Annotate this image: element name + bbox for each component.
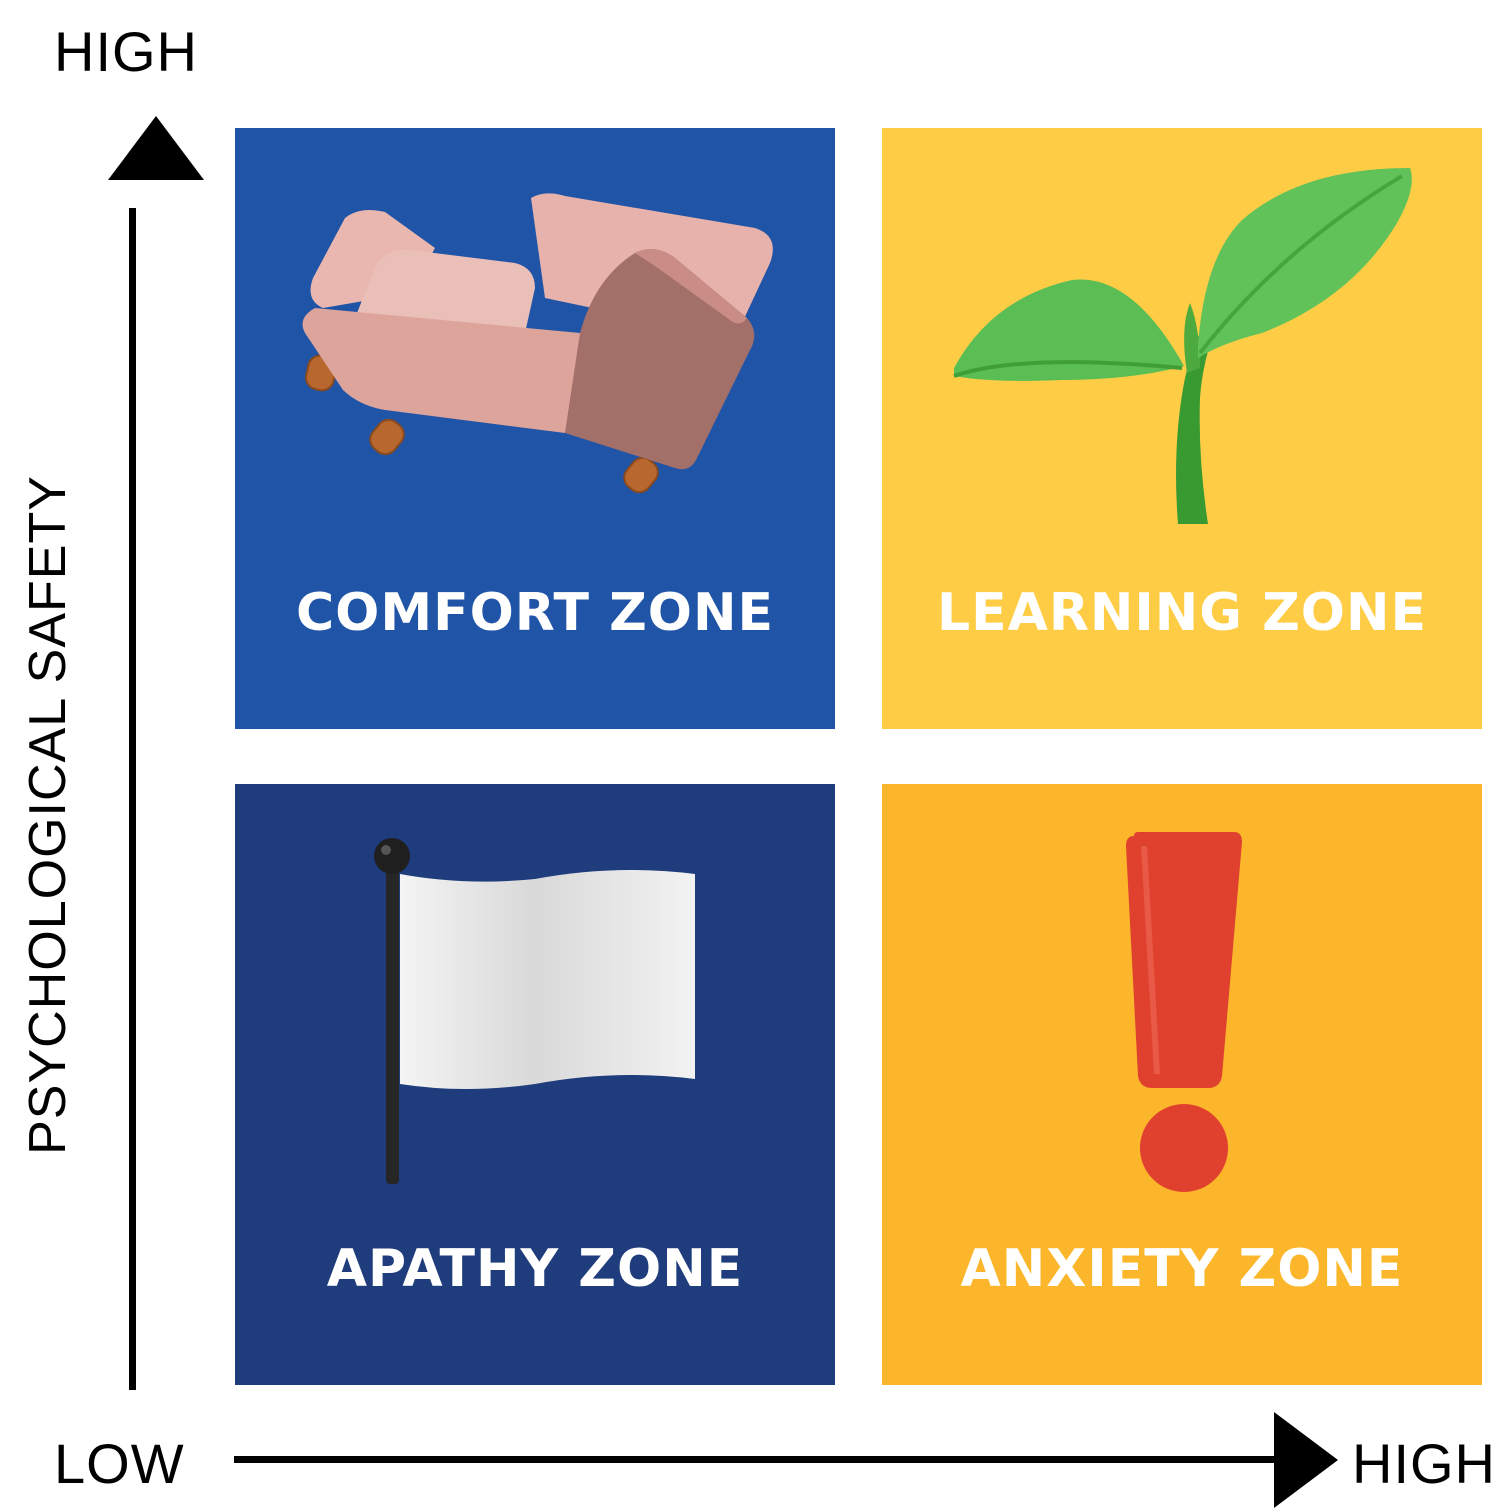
quadrant-apathy-zone: APATHY ZONE: [235, 784, 835, 1385]
exclamation-icon: [1126, 832, 1242, 1192]
quadrant-learning-zone: LEARNING ZONE: [882, 128, 1482, 729]
x-axis-high-label: HIGH: [1352, 1432, 1496, 1495]
armchair-icon: [302, 193, 773, 494]
y-axis-line: [129, 208, 136, 1390]
white-flag-icon: [374, 838, 695, 1184]
quadrant-anxiety-zone: ANXIETY ZONE: [882, 784, 1482, 1385]
learning-zone-label: LEARNING ZONE: [936, 583, 1428, 643]
x-axis-arrowhead: [1274, 1412, 1338, 1508]
anxiety-zone-label: ANXIETY ZONE: [960, 1239, 1404, 1299]
apathy-zone-label: APATHY ZONE: [326, 1239, 744, 1299]
x-axis-line: [234, 1456, 1294, 1463]
comfort-zone-label: COMFORT ZONE: [295, 583, 775, 643]
seedling-icon: [953, 168, 1412, 524]
y-axis-arrowhead: [108, 116, 204, 180]
y-axis-high-label: HIGH: [54, 20, 198, 83]
quadrant-comfort-zone: COMFORT ZONE: [235, 128, 835, 729]
x-axis-low-label: LOW: [54, 1432, 185, 1495]
y-axis-title: PSYCHOLOGICAL SAFETY: [19, 475, 77, 1155]
